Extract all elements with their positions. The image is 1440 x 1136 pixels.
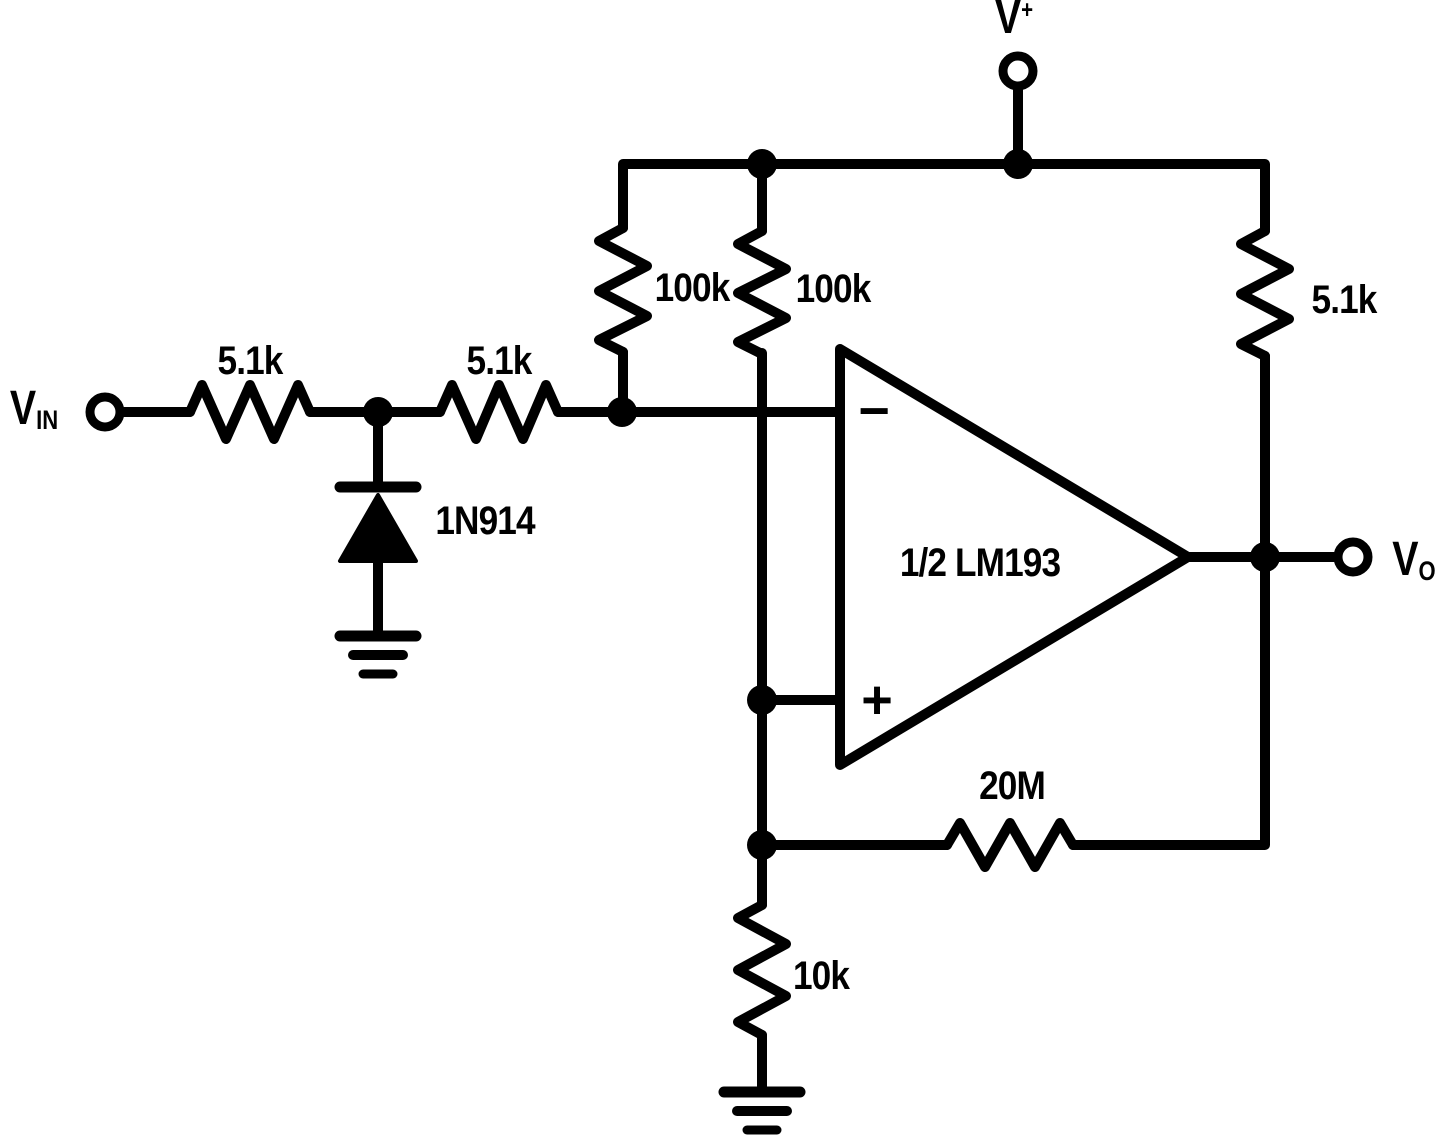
terminal-vin bbox=[85, 392, 125, 432]
label-resistor-pullup-inverting: 100k bbox=[654, 266, 731, 310]
junction-dot-noninverting-node bbox=[747, 685, 777, 715]
wires bbox=[119, 85, 1339, 1095]
label-resistor-output-pullup: 5.1k bbox=[1311, 278, 1378, 322]
resistor-input-first bbox=[185, 380, 315, 444]
label-vplus: V+ bbox=[995, 0, 1033, 42]
resistor-to-ground bbox=[733, 900, 791, 1040]
label-vplus-sup: + bbox=[1021, 0, 1034, 24]
label-diode: 1N914 bbox=[435, 499, 535, 543]
opamp-triangle bbox=[835, 344, 1193, 770]
junction-dot-vin-diode bbox=[363, 397, 393, 427]
label-resistor-to-ground: 10k bbox=[792, 954, 850, 998]
junction-dot-rail-100k bbox=[747, 149, 777, 179]
label-vout-base: V bbox=[1392, 533, 1419, 586]
label-resistor-feedback: 20M bbox=[979, 764, 1046, 808]
resistor-output-pullup bbox=[1236, 226, 1294, 361]
opamp-noninverting-input-sign: + bbox=[861, 670, 893, 730]
junction-dots bbox=[363, 149, 1280, 860]
junction-dot-output-node bbox=[1250, 542, 1280, 572]
label-vin-base: V bbox=[9, 382, 37, 435]
terminal-vout bbox=[1333, 537, 1373, 577]
terminals bbox=[85, 51, 1373, 577]
resistor-pullup-inverting bbox=[594, 223, 652, 357]
opamp-inverting-input-sign: − bbox=[858, 381, 890, 441]
junction-dot-feedback-node bbox=[747, 830, 777, 860]
label-resistor-input-second: 5.1k bbox=[466, 339, 533, 383]
ground-symbol-10k bbox=[718, 1086, 806, 1135]
junction-dot-inverting-node bbox=[607, 397, 637, 427]
resistor-feedback bbox=[942, 818, 1078, 872]
label-resistor-input-first: 5.1k bbox=[217, 339, 284, 383]
junction-dot-rail-vplus bbox=[1003, 149, 1033, 179]
resistor-pullup-noninverting bbox=[733, 226, 791, 359]
label-opamp: 1/2 LM193 bbox=[899, 541, 1061, 585]
diode-triangle bbox=[338, 493, 418, 563]
label-vin-sub: IN bbox=[36, 404, 59, 435]
resistor-input-second bbox=[435, 380, 563, 444]
wire-top-rail bbox=[618, 159, 1270, 236]
diode-symbol bbox=[334, 481, 422, 563]
label-resistor-pullup-noninverting: 100k bbox=[795, 267, 872, 311]
label-vout: VO bbox=[1392, 533, 1436, 586]
resistors bbox=[185, 223, 1294, 1040]
terminal-vplus bbox=[998, 51, 1038, 91]
wire-output-column bbox=[1068, 351, 1270, 850]
label-vout-sub: O bbox=[1418, 555, 1436, 586]
label-vplus-base: V bbox=[994, 0, 1022, 44]
label-vin: VIN bbox=[9, 382, 59, 435]
ground-symbol-diode bbox=[334, 630, 422, 679]
